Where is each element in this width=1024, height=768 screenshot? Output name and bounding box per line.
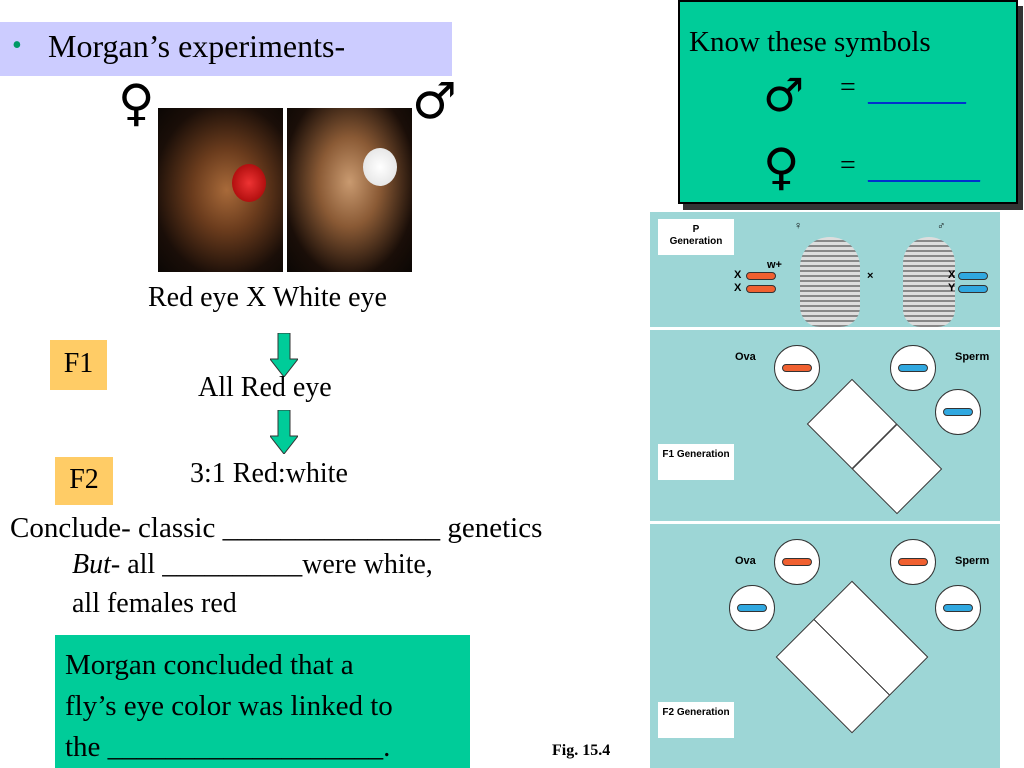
x-chromosome-w — [958, 272, 988, 280]
but-emphasis: But — [72, 549, 111, 580]
bullet: • — [12, 30, 22, 61]
f1-label: F1 — [50, 340, 107, 390]
male-fly-drawing — [903, 237, 955, 327]
male-symbol: ♂ — [763, 68, 805, 122]
down-arrow-icon — [270, 410, 298, 454]
x-chromosome-label: X — [734, 269, 742, 281]
female-symbol: ♀ — [118, 74, 155, 132]
conclusion-box-line: Morgan concluded that a — [65, 649, 354, 681]
conclusion-text: - all __________were white, — [110, 549, 433, 580]
know-symbols-title: Know these symbols — [689, 26, 931, 58]
x-chromosome-w-plus — [746, 272, 776, 280]
blank-female: ________ — [868, 154, 980, 185]
ova-label: Ova — [735, 351, 756, 363]
conclusion-line: Conclude- classic _______________ geneti… — [10, 512, 543, 544]
f2-label: F2 — [55, 457, 113, 505]
cross-symbol: × — [867, 270, 874, 282]
f2-result: 3:1 Red:white — [190, 458, 348, 489]
ova-label: Ova — [735, 555, 756, 567]
equals: = — [840, 150, 856, 181]
slide-title: Morgan’s experiments- — [48, 28, 346, 64]
conclusion-box-line: the ___________________. — [65, 731, 391, 763]
y-chromosome — [958, 285, 988, 293]
f1-generation-label: F1 Generation — [658, 444, 734, 480]
female-symbol: ♀ — [794, 220, 803, 232]
f2-generation-label: F2 Generation — [658, 702, 734, 738]
allele-label: w+ — [767, 259, 782, 271]
blank-male: _______ — [868, 76, 966, 107]
x-chromosome-w-plus — [746, 285, 776, 293]
white-eye-fly-photo — [287, 108, 412, 272]
conclusion-box: Morgan concluded that a fly’s eye color … — [55, 635, 470, 768]
down-arrow-icon — [270, 333, 298, 377]
sperm-label: Sperm — [955, 351, 990, 363]
conclusion-line: all females red — [72, 588, 237, 619]
female-symbol: ♀ — [763, 138, 800, 196]
male-symbol: ♂ — [937, 220, 946, 232]
equals: = — [840, 72, 856, 103]
conclusion-box-line: fly’s eye color was linked to — [65, 690, 393, 722]
inheritance-figure: P Generation F1 Generation F2 Generation… — [650, 212, 1000, 768]
conclusion-line: But- all __________were white, — [72, 549, 433, 581]
female-fly-drawing — [800, 237, 860, 327]
f1-result: All Red eye — [198, 372, 332, 403]
red-eye-fly-photo — [158, 108, 283, 272]
figure-caption: Fig. 15.4 — [552, 742, 611, 759]
p-generation-label: P Generation — [658, 219, 734, 255]
male-symbol: ♂ — [412, 72, 457, 130]
cross-label: Red eye X White eye — [148, 282, 387, 313]
know-symbols-box: Know these symbols ♂ = _______ ♀ = _____… — [678, 0, 1018, 204]
x-chromosome-label: X — [948, 269, 956, 281]
slide-title-box: • Morgan’s experiments- — [0, 22, 452, 76]
f2-punnett-square — [775, 580, 929, 734]
y-chromosome-label: Y — [948, 282, 956, 294]
sperm-label: Sperm — [955, 555, 990, 567]
x-chromosome-label: X — [734, 282, 742, 294]
